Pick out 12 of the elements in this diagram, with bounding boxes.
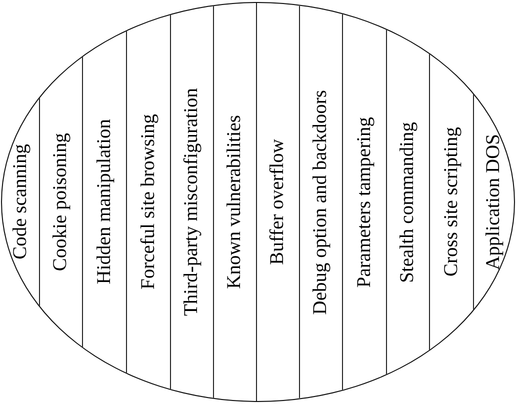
segment-label: Buffer overflow [267, 139, 289, 265]
segment-label: Forceful site browsing [138, 114, 160, 290]
segment-label: Parameters tampering [354, 116, 376, 288]
segment-label: Known vulnerabilities [224, 115, 246, 289]
segment-label: Cookie poisoning [50, 132, 72, 272]
segment-label: Application DOS [483, 134, 505, 270]
segment-label: Code scanning [10, 144, 32, 260]
segment-label: Stealth commanding [397, 122, 419, 282]
segment-label: Third-party misconfiguration [181, 88, 203, 316]
segment-label: Debug option and backdoors [310, 90, 332, 314]
segment-label: Cross site scripting [440, 127, 462, 277]
segment-label: Hidden manipulation [94, 119, 116, 285]
